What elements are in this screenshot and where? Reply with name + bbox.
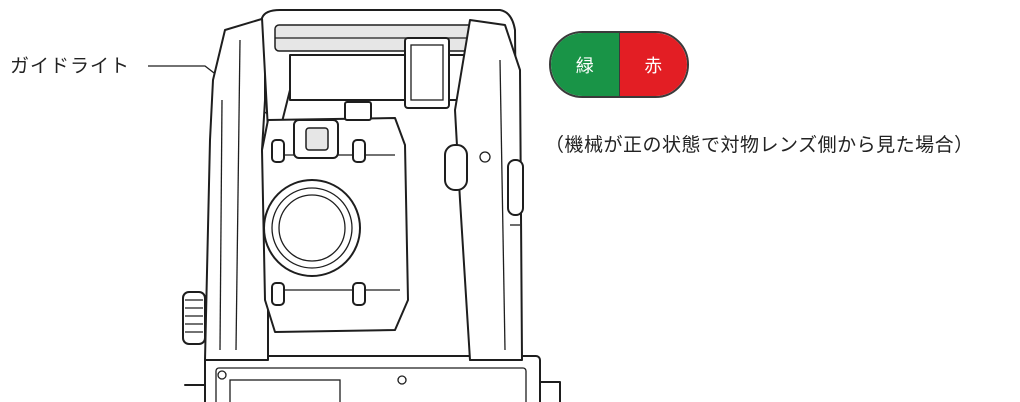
green-side: 緑 xyxy=(551,33,620,96)
red-side: 赤 xyxy=(619,33,687,96)
guide-light xyxy=(293,119,339,159)
viewing-direction-caption: （機械が正の状態で対物レンズ側から見た場合） xyxy=(545,134,974,156)
instrument-base xyxy=(184,355,561,402)
focus-knob-left xyxy=(182,291,206,345)
guide-light-color-indicator: 緑 赤 xyxy=(549,31,689,98)
guide-light-label: ガイドライト xyxy=(10,55,131,77)
objective-lens xyxy=(263,179,361,277)
optical-sight xyxy=(404,37,450,109)
right-standard xyxy=(454,19,523,361)
